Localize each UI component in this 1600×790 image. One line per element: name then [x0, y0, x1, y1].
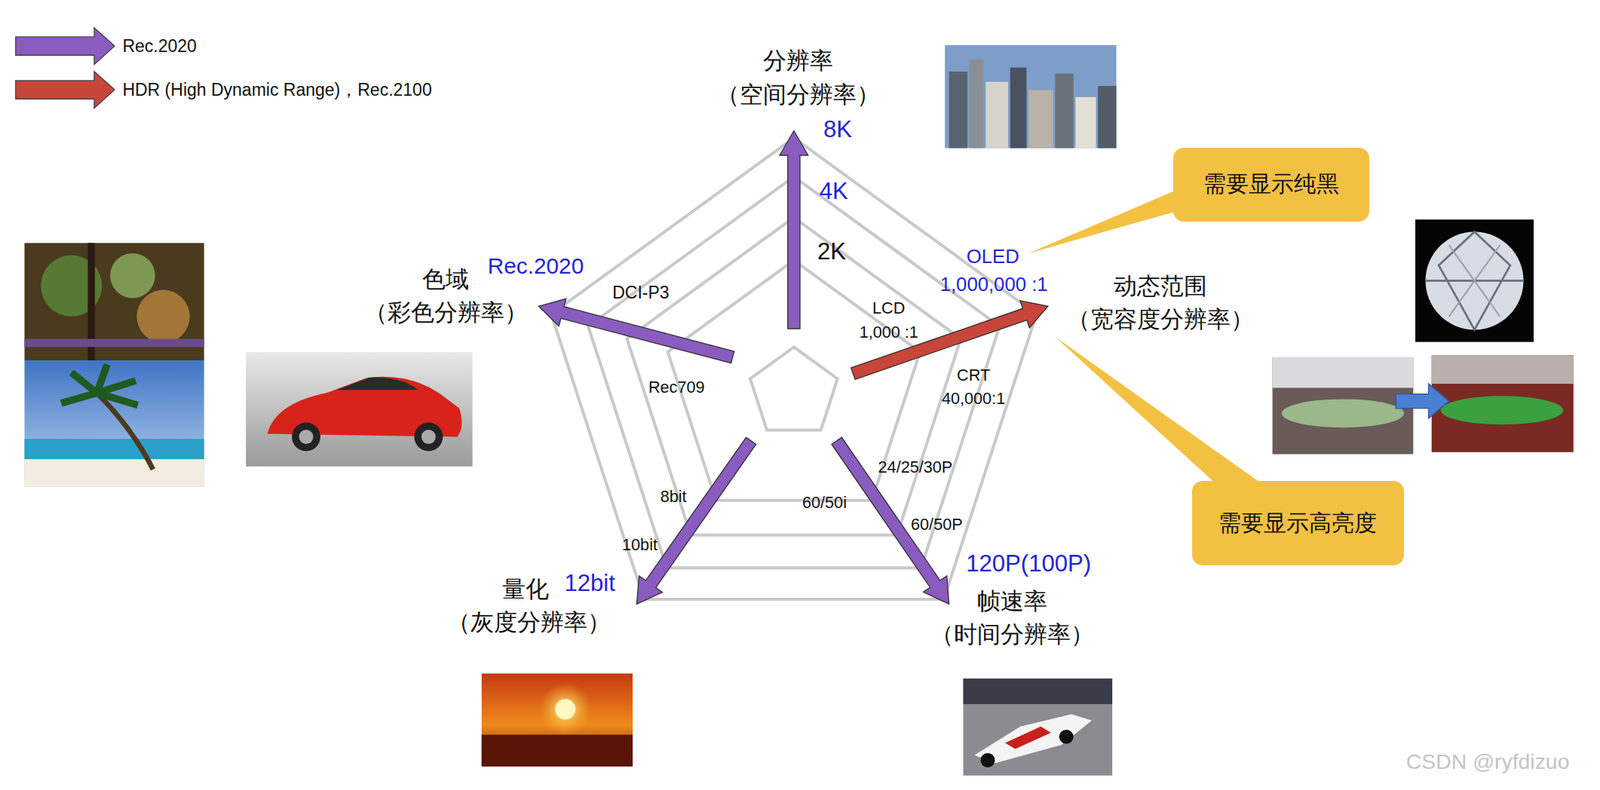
legend-swatch: [10, 25, 123, 67]
callout-box: 需要显示高亮度: [1192, 481, 1404, 566]
axis-subtitle: （空间分辨率）: [716, 81, 880, 109]
sunset-photo: [481, 673, 633, 767]
tick-label: 12bit: [563, 570, 615, 598]
callout-pointer: [1028, 186, 1184, 254]
legend-text: Rec.2020: [122, 36, 197, 56]
city-photo: [944, 45, 1116, 149]
axis-arrow: [636, 437, 756, 604]
axis-title: 量化: [502, 576, 549, 604]
axis-subtitle: （灰度分辨率）: [447, 609, 611, 637]
axis-arrows: [539, 130, 1049, 604]
axis-title: 色域: [422, 266, 469, 294]
axis-subtitle: （时间分辨率）: [930, 621, 1095, 649]
racecar-photo: [963, 678, 1113, 776]
axis-subtitle: （彩色分辨率）: [364, 300, 528, 328]
tick-label: 10bit: [622, 535, 658, 555]
tick-label: 40,000:1: [941, 389, 1006, 409]
tick-label: 1,000 :1: [859, 323, 919, 343]
callout-box: 需要显示纯黑: [1173, 147, 1370, 221]
tick-label: 60/50P: [910, 514, 963, 534]
radar-ring: [750, 346, 838, 430]
tick-label: 60/50i: [802, 493, 847, 513]
tick-label: CRT: [956, 366, 991, 386]
callout-text: 需要显示高亮度: [1218, 508, 1377, 540]
tick-label: 8bit: [660, 487, 687, 507]
callout-text: 需要显示纯黑: [1203, 168, 1340, 200]
axis-title: 帧速率: [977, 588, 1048, 617]
tick-label: Rec709: [648, 378, 705, 398]
tick-label: 4K: [819, 178, 849, 206]
axis-subtitle: （宽容度分辨率）: [1066, 306, 1254, 334]
tick-label: 1,000,000 :1: [940, 273, 1049, 297]
window-photo: [24, 242, 204, 361]
tick-label: 8K: [823, 116, 853, 144]
tick-label: OLED: [966, 245, 1020, 269]
tick-label: Rec.2020: [487, 253, 584, 279]
car-photo: [245, 352, 473, 467]
beach-photo: [24, 360, 204, 488]
axis-title: 动态范围: [1113, 272, 1208, 301]
stadium-photo: [1272, 355, 1574, 454]
legend-text: HDR (High Dynamic Range)，Rec.2100: [122, 79, 432, 100]
tick-label: 120P(100P): [965, 550, 1092, 578]
callout-pointer: [1054, 337, 1271, 491]
diamond-photo: [1415, 219, 1534, 342]
legend-swatch: [10, 69, 123, 111]
watermark: CSDN @ryfdizuo: [1406, 748, 1570, 774]
tick-label: LCD: [872, 298, 905, 318]
tick-label: DCI-P3: [612, 282, 669, 303]
axis-title: 分辨率: [763, 47, 834, 75]
axis-arrow: [779, 130, 809, 329]
tick-label: 2K: [817, 238, 846, 266]
tick-label: 24/25/30P: [878, 457, 954, 477]
axis-arrow: [539, 298, 735, 364]
